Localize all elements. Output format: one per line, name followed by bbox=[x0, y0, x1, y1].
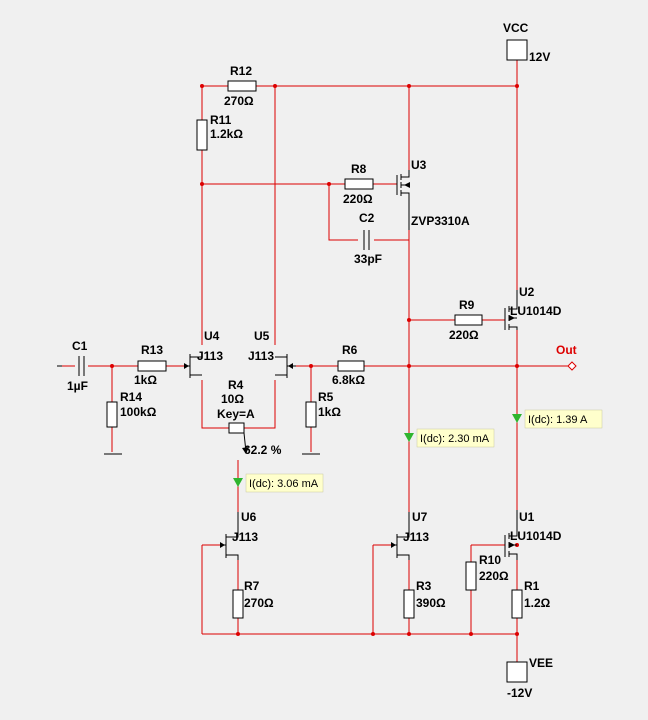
r13-ref: R13 bbox=[141, 343, 163, 357]
probe-arrow-icon bbox=[512, 414, 522, 423]
current-probe-2[interactable]: I(dc): 2.30 mA bbox=[404, 428, 495, 448]
resistor-r1[interactable]: R1 1.2Ω bbox=[511, 579, 551, 619]
r9-ref: R9 bbox=[459, 298, 475, 312]
r9-value: 220Ω bbox=[449, 328, 479, 342]
r11-value: 1.2kΩ bbox=[210, 127, 243, 141]
c1-value: 1µF bbox=[67, 379, 88, 393]
resistor-r14[interactable]: R14 100kΩ bbox=[106, 390, 157, 428]
c1-ref: C1 bbox=[72, 339, 88, 353]
vee-value: -12V bbox=[507, 686, 532, 700]
resistor-r10[interactable]: R10 220Ω bbox=[465, 553, 509, 591]
resistor-r5[interactable]: R5 1kΩ bbox=[305, 390, 341, 428]
capacitor-c2[interactable]: C2 33pF bbox=[354, 211, 382, 266]
r8-value: 220Ω bbox=[343, 192, 373, 206]
resistor-r3[interactable]: R3 390Ω bbox=[403, 579, 446, 619]
r10-ref: R10 bbox=[479, 553, 501, 567]
r12-ref: R12 bbox=[230, 64, 252, 78]
output-connector[interactable]: Out bbox=[556, 343, 577, 371]
mosfet-u2[interactable]: U2 LU1014D bbox=[504, 285, 562, 330]
u7-ref: U7 bbox=[412, 510, 428, 524]
u2-ref: U2 bbox=[519, 285, 535, 299]
r5-value: 1kΩ bbox=[318, 405, 341, 419]
resistor-r13[interactable]: R13 1kΩ bbox=[134, 343, 167, 387]
u3-ref: U3 bbox=[411, 158, 427, 172]
output-label: Out bbox=[556, 343, 577, 357]
resistor-r9[interactable]: R9 220Ω bbox=[449, 298, 483, 342]
r7-value: 270Ω bbox=[244, 596, 274, 610]
c2-value: 33pF bbox=[354, 252, 382, 266]
vcc-name: VCC bbox=[503, 21, 529, 35]
probe-1-value: I(dc): 3.06 mA bbox=[249, 478, 319, 490]
r3-value: 390Ω bbox=[416, 596, 446, 610]
r12-value: 270Ω bbox=[224, 94, 254, 108]
r14-value: 100kΩ bbox=[120, 405, 157, 419]
u5-value: J113 bbox=[248, 349, 274, 363]
vee-supply[interactable]: VEE -12V bbox=[506, 656, 553, 700]
r13-value: 1kΩ bbox=[134, 373, 157, 387]
c2-ref: C2 bbox=[359, 211, 375, 225]
vcc-value: 12V bbox=[529, 50, 550, 64]
potentiometer-r4[interactable]: R4 10Ω Key=A 62.2 % bbox=[217, 378, 282, 457]
u4-value: J113 bbox=[197, 349, 223, 363]
u6-ref: U6 bbox=[241, 510, 257, 524]
u6-value: J113 bbox=[232, 530, 258, 544]
r4-value: 10Ω bbox=[221, 392, 244, 406]
r5-ref: R5 bbox=[318, 390, 334, 404]
wires bbox=[62, 60, 572, 662]
current-probe-1[interactable]: I(dc): 3.06 mA bbox=[233, 473, 324, 493]
r11-ref: R11 bbox=[210, 113, 232, 127]
jfet-u4[interactable]: U4 J113 bbox=[184, 329, 223, 378]
r4-key: Key=A bbox=[217, 407, 255, 421]
current-probe-3[interactable]: I(dc): 1.39 A bbox=[512, 409, 603, 429]
u2-value: LU1014D bbox=[510, 304, 562, 318]
r10-value: 220Ω bbox=[479, 569, 509, 583]
probe-arrow-icon bbox=[233, 478, 243, 487]
jfet-u6[interactable]: U6 J113 bbox=[220, 510, 258, 560]
r8-ref: R8 bbox=[351, 162, 367, 176]
u7-value: J113 bbox=[403, 530, 429, 544]
r4-setting: 62.2 % bbox=[244, 443, 282, 457]
r4-ref: R4 bbox=[228, 378, 244, 392]
resistor-r11[interactable]: R11 1.2kΩ bbox=[196, 113, 243, 151]
resistor-r12[interactable]: R12 270Ω bbox=[224, 64, 257, 108]
capacitor-c1[interactable]: C1 1µF bbox=[67, 339, 88, 393]
u1-value: LU1014D bbox=[510, 529, 562, 543]
r6-value: 6.8kΩ bbox=[332, 373, 365, 387]
r6-ref: R6 bbox=[342, 343, 358, 357]
r7-ref: R7 bbox=[244, 579, 260, 593]
resistor-r7[interactable]: R7 270Ω bbox=[232, 579, 274, 619]
r1-value: 1.2Ω bbox=[524, 596, 551, 610]
vcc-supply[interactable]: VCC 12V bbox=[503, 21, 550, 64]
u4-ref: U4 bbox=[204, 329, 220, 343]
probe-arrow-icon bbox=[404, 433, 414, 442]
u3-value: ZVP3310A bbox=[411, 214, 470, 228]
resistor-r8[interactable]: R8 220Ω bbox=[343, 162, 374, 206]
mosfet-u3[interactable]: U3 ZVP3310A bbox=[396, 158, 470, 230]
r3-ref: R3 bbox=[416, 579, 432, 593]
u5-ref: U5 bbox=[254, 329, 270, 343]
junctions bbox=[110, 84, 519, 636]
jfet-u7[interactable]: U7 J113 bbox=[391, 510, 429, 560]
mosfet-u1[interactable]: U1 LU1014D bbox=[504, 510, 562, 560]
vee-name: VEE bbox=[529, 656, 553, 670]
u1-ref: U1 bbox=[519, 510, 535, 524]
probe-3-value: I(dc): 1.39 A bbox=[528, 414, 588, 426]
r14-ref: R14 bbox=[120, 390, 142, 404]
probe-2-value: I(dc): 2.30 mA bbox=[420, 433, 490, 445]
r1-ref: R1 bbox=[524, 579, 540, 593]
jfet-u5[interactable]: U5 J113 bbox=[248, 329, 296, 378]
resistor-r6[interactable]: R6 6.8kΩ bbox=[332, 343, 365, 387]
